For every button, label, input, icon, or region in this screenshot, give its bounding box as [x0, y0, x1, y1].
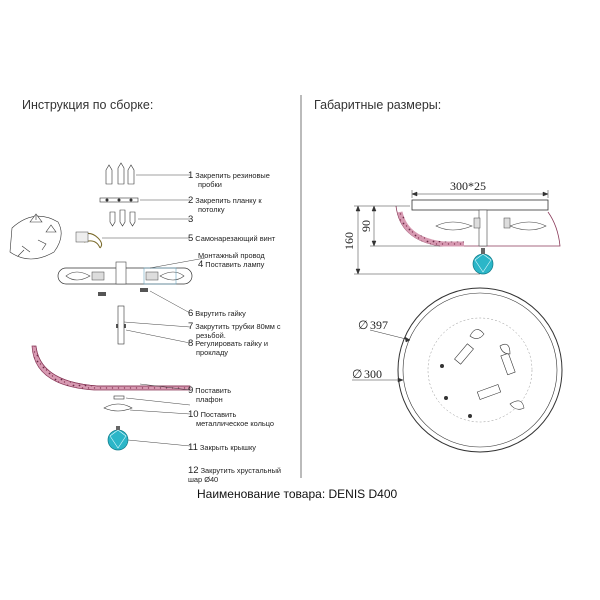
dimension-height-total: 160 — [342, 232, 356, 250]
mounting-plate — [99, 197, 139, 203]
diameter-outer-value: 397 — [370, 318, 388, 332]
bulb-icon — [435, 221, 473, 231]
diameter-outer-symbol: ∅ — [358, 318, 368, 332]
diameter-inner-value: 300 — [364, 367, 382, 381]
diameter-leaders — [352, 329, 411, 383]
screws — [109, 209, 136, 227]
mounting-wire — [75, 231, 103, 249]
assembly-heading: Инструкция по сборке: — [22, 98, 154, 112]
electrical-inset — [9, 213, 62, 260]
glass-shade — [31, 345, 191, 391]
metal-ring — [103, 395, 133, 412]
bulb-icon — [499, 343, 511, 355]
dimension-lines — [354, 190, 549, 275]
dimensions-heading: Габаритные размеры: — [314, 98, 442, 112]
step-3: 3 — [188, 214, 194, 225]
threaded-tube — [117, 305, 125, 345]
bulb-icon — [65, 271, 91, 281]
product-name: Наименование товара: DENIS D400 — [197, 487, 398, 501]
bulb-icon — [159, 271, 185, 281]
top-view — [397, 287, 563, 453]
bulb-icon — [509, 400, 525, 410]
warning-triangle-icon — [45, 224, 57, 233]
crystal-ball-icon — [107, 426, 129, 451]
rubber-plugs — [105, 162, 135, 185]
diameter-inner-symbol: ∅ — [352, 367, 362, 381]
bulb-icon — [509, 221, 547, 231]
dimension-top-width: 300*25 — [450, 179, 486, 193]
side-view — [395, 199, 561, 275]
crystal-ball-icon — [472, 248, 494, 275]
leader-lines — [102, 174, 206, 447]
dimension-height-shade: 90 — [359, 220, 373, 232]
bulb-icon — [469, 329, 485, 339]
lamp-body — [57, 261, 193, 285]
